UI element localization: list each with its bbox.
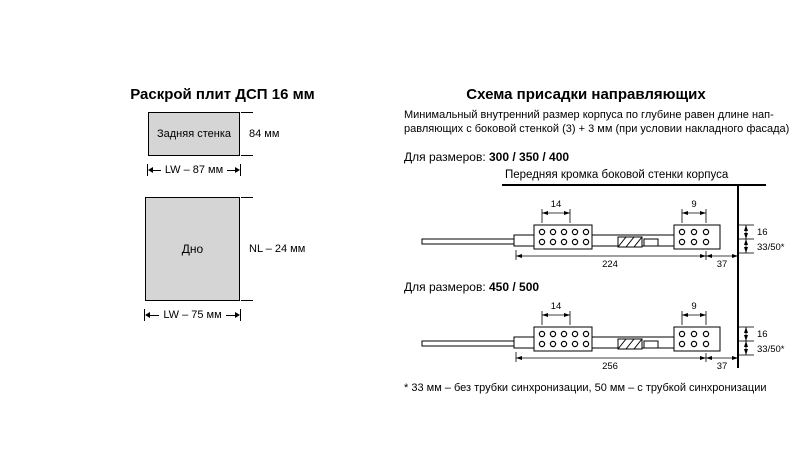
right-hole-plate bbox=[673, 326, 721, 352]
dim-tick bbox=[240, 164, 241, 176]
intro-text-line2: равляющих с боковой стенкой (3) + 3 мм (… bbox=[404, 123, 790, 135]
slide-diagram-2: 14 9 256 37 16 33/50* bbox=[421, 301, 785, 372]
dim-hole-spacing-left: 14 bbox=[551, 199, 562, 210]
sizes-line-1: Для размеров: 300 / 350 / 400 bbox=[404, 150, 569, 164]
back-panel-shape: Задняя стенка bbox=[148, 112, 240, 156]
right-section-title: Схема присадки направляющих bbox=[466, 86, 706, 103]
right-hole-plate bbox=[673, 224, 721, 250]
hole-pattern-left bbox=[538, 330, 590, 348]
back-panel-width-dim: LW – 87 мм bbox=[147, 164, 241, 176]
dim-edge-large: 33/50* bbox=[757, 344, 785, 355]
sizes-prefix: Для размеров: bbox=[404, 280, 486, 294]
sizes-prefix: Для размеров: bbox=[404, 150, 486, 164]
dimension-labels: 14 9 224 37 16 33/50* bbox=[551, 199, 785, 270]
dim-tick bbox=[147, 164, 148, 176]
bottom-panel-width-dim: LW – 75 мм bbox=[144, 309, 241, 321]
bottom-panel-width-dim-label: LW – 75 мм bbox=[163, 309, 222, 321]
dim-length: 256 bbox=[602, 361, 618, 372]
dim-line bbox=[225, 314, 235, 316]
left-hole-plate bbox=[533, 326, 593, 352]
back-panel-label: Задняя стенка bbox=[156, 128, 231, 140]
coupling-latch bbox=[643, 238, 659, 247]
intro-text-line1: Минимальный внутренний размер корпуса по… bbox=[404, 109, 774, 121]
dimension-arrows bbox=[516, 313, 748, 360]
sizes-line-2: Для размеров: 450 / 500 bbox=[404, 280, 539, 294]
dim-arrow-right-icon bbox=[235, 312, 240, 318]
dim-arrow-left-icon bbox=[148, 167, 153, 173]
dim-line bbox=[150, 314, 160, 316]
dim-front-offset: 37 bbox=[717, 259, 728, 270]
dim-edge-small: 16 bbox=[757, 227, 768, 238]
hole-pattern-right bbox=[678, 330, 710, 348]
dim-length: 224 bbox=[602, 259, 618, 270]
bottom-panel-shape: Дно bbox=[145, 197, 240, 301]
slide-tail bbox=[421, 340, 515, 347]
bottom-panel-height-dim: NL – 24 мм bbox=[249, 243, 306, 255]
hole-pattern-right bbox=[678, 228, 710, 246]
dim-tick bbox=[144, 309, 145, 321]
coupling-latch bbox=[643, 340, 659, 349]
left-section-title: Раскрой плит ДСП 16 мм bbox=[130, 86, 315, 103]
sizes-values: 450 / 500 bbox=[489, 280, 540, 294]
dim-hole-spacing-right: 9 bbox=[691, 199, 696, 210]
cabinet-front-edge-vline bbox=[737, 184, 739, 368]
back-panel-top-tick bbox=[241, 112, 253, 113]
dimension-labels: 14 9 256 37 16 33/50* bbox=[551, 301, 785, 372]
dim-tick bbox=[240, 309, 241, 321]
dim-edge-large: 33/50* bbox=[757, 242, 785, 253]
bottom-panel-label: Дно bbox=[181, 242, 204, 256]
hole-pattern-left bbox=[538, 228, 590, 246]
bottom-panel-top-tick bbox=[241, 197, 253, 198]
dim-front-offset: 37 bbox=[717, 361, 728, 372]
dim-edge-small: 16 bbox=[757, 329, 768, 340]
dim-line bbox=[153, 169, 161, 171]
dim-hole-spacing-left: 14 bbox=[551, 301, 562, 312]
slide-tail bbox=[421, 238, 515, 245]
front-edge-label: Передняя кромка боковой стенки корпуса bbox=[505, 169, 729, 181]
bottom-panel-bottom-tick bbox=[241, 300, 253, 301]
sizes-values: 300 / 350 / 400 bbox=[489, 150, 570, 164]
footnote: * 33 мм – без трубки синхронизации, 50 м… bbox=[404, 382, 767, 394]
dim-line bbox=[227, 169, 235, 171]
slide-diagram-1: 14 9 224 37 16 33/50* bbox=[421, 199, 785, 270]
front-edge-line bbox=[502, 184, 766, 186]
dim-hole-spacing-right: 9 bbox=[691, 301, 696, 312]
left-hole-plate bbox=[533, 224, 593, 250]
back-panel-width-dim-label: LW – 87 мм bbox=[164, 164, 224, 176]
dim-arrow-right-icon bbox=[235, 167, 240, 173]
back-panel-bottom-tick bbox=[241, 155, 253, 156]
dimension-arrows bbox=[516, 211, 748, 258]
back-panel-height-dim: 84 мм bbox=[249, 128, 280, 140]
dim-arrow-left-icon bbox=[145, 312, 150, 318]
